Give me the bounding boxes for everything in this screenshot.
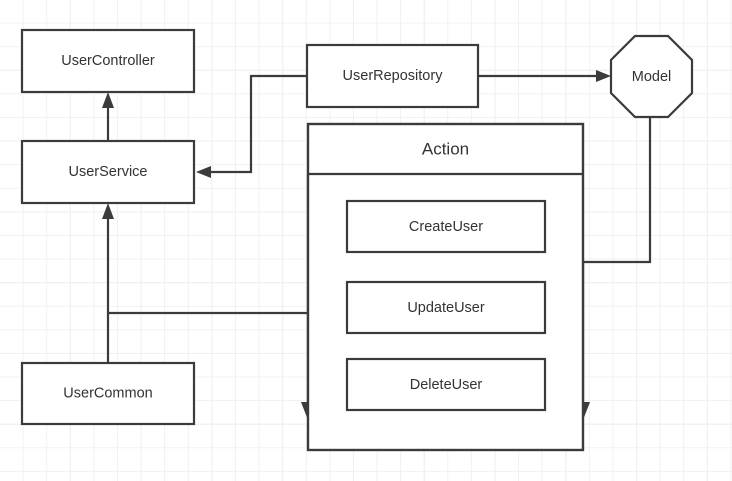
- node-label-user-service: UserService: [69, 164, 148, 180]
- node-label-action: Action: [422, 139, 469, 158]
- edge-common-to-service: [102, 203, 114, 363]
- edge-repository-to-model: [478, 70, 611, 82]
- node-label-user-repository: UserRepository: [343, 68, 444, 84]
- node-label-user-common: UserCommon: [63, 385, 152, 401]
- node-model[interactable]: Model: [609, 34, 694, 119]
- edge-model-to-action: [576, 117, 652, 420]
- node-create-user[interactable]: CreateUser: [345, 199, 547, 254]
- node-user-controller[interactable]: UserController: [20, 28, 196, 94]
- node-label-delete-user: DeleteUser: [410, 377, 483, 393]
- node-user-service[interactable]: UserService: [20, 139, 196, 205]
- node-user-common[interactable]: UserCommon: [20, 361, 196, 426]
- node-label-update-user: UpdateUser: [407, 300, 485, 316]
- node-delete-user[interactable]: DeleteUser: [345, 357, 547, 412]
- node-label-model: Model: [632, 69, 672, 85]
- node-label-create-user: CreateUser: [409, 219, 483, 235]
- edge-service-to-controller: [102, 92, 114, 141]
- node-update-user[interactable]: UpdateUser: [345, 280, 547, 335]
- edge-repository-to-service: [196, 74, 307, 178]
- node-user-repository[interactable]: UserRepository: [305, 43, 480, 109]
- node-label-user-controller: UserController: [61, 53, 155, 69]
